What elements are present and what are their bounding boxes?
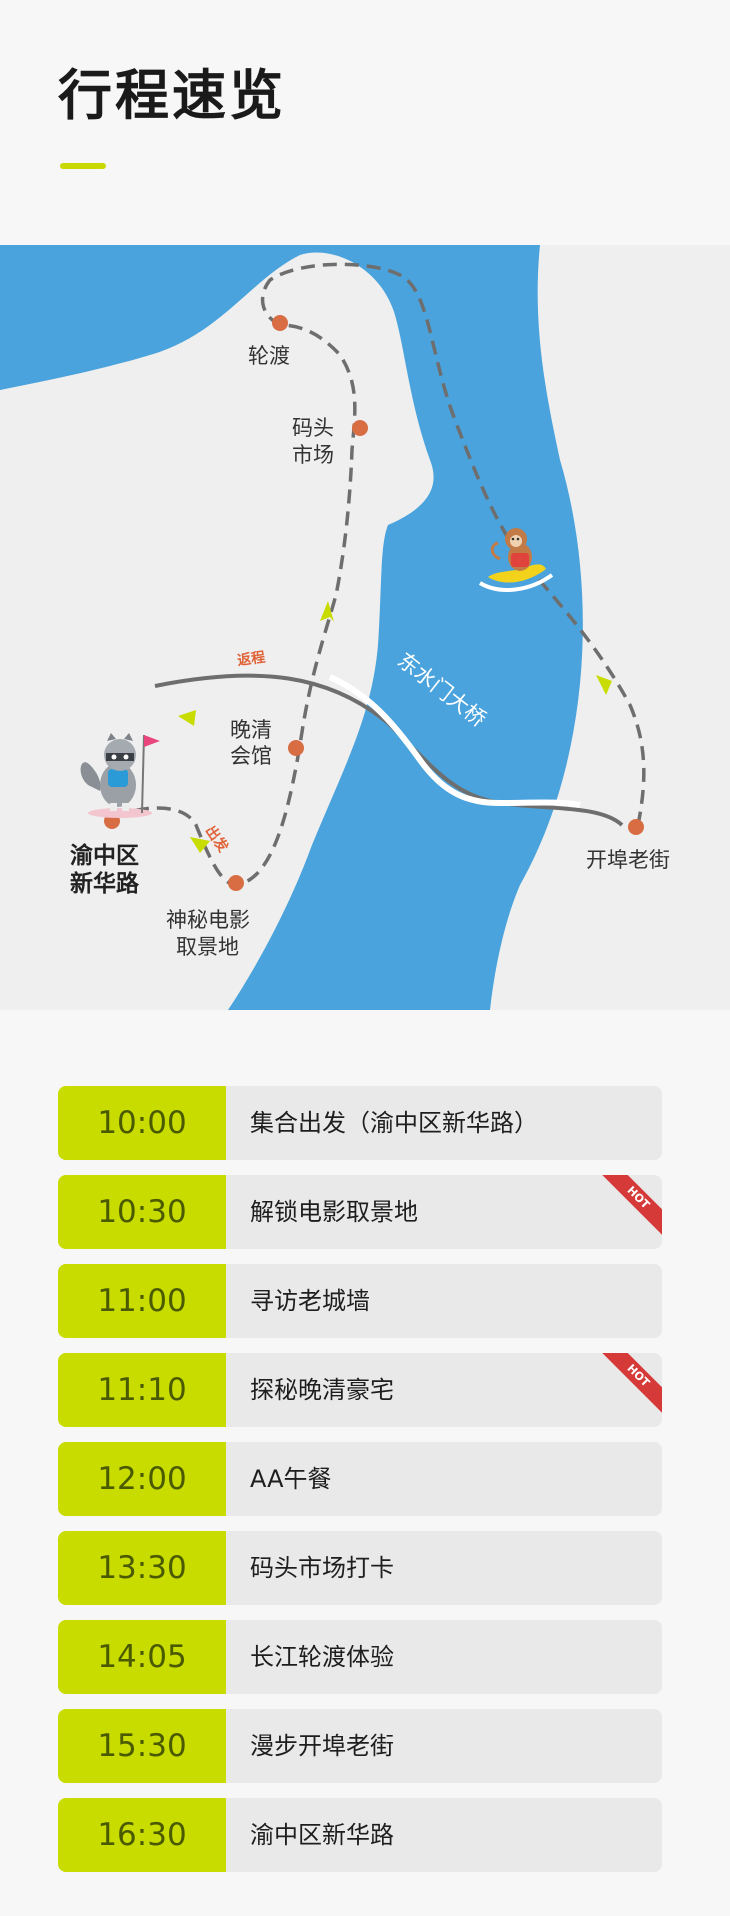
arrow-kaibu bbox=[596, 675, 612, 695]
river bbox=[0, 245, 583, 1010]
stop-wharf-label-1: 码头 bbox=[292, 416, 334, 440]
stop-movie-dot bbox=[228, 875, 244, 891]
schedule-time: 11:10 bbox=[58, 1353, 226, 1427]
stop-movie-label-1: 神秘电影 bbox=[166, 908, 250, 932]
route-map: 东水门大桥 返程 出发 轮渡 码头 市场 晚清 会馆 神秘电影 取景地 渝中区 … bbox=[0, 245, 730, 1010]
bridge bbox=[154, 673, 624, 827]
stop-movie-label-2: 取景地 bbox=[176, 935, 239, 959]
raccoon-hiker-icon bbox=[80, 733, 160, 818]
schedule-row: 15:30 漫步开埠老街 bbox=[58, 1709, 662, 1783]
stop-start-label-2: 新华路 bbox=[70, 870, 140, 897]
schedule-row: 11:00 寻访老城墙 bbox=[58, 1264, 662, 1338]
header: 行程速览 bbox=[0, 0, 730, 245]
arrow-up bbox=[320, 601, 334, 622]
schedule-time: 16:30 bbox=[58, 1798, 226, 1872]
stop-wanqing-dot bbox=[288, 740, 304, 756]
schedule-list: 10:00 集合出发（渝中区新华路） 10:30 解锁电影取景地 HOT 11:… bbox=[58, 1086, 662, 1887]
schedule-activity: 长江轮渡体验 bbox=[250, 1643, 394, 1671]
stop-kaibu-dot bbox=[628, 819, 644, 835]
hot-badge: HOT bbox=[598, 1175, 662, 1239]
schedule-time: 13:30 bbox=[58, 1531, 226, 1605]
hot-badge-label: HOT bbox=[598, 1175, 662, 1239]
stop-kaibu-label: 开埠老街 bbox=[586, 848, 670, 872]
schedule-activity: 解锁电影取景地 bbox=[250, 1198, 418, 1226]
schedule-row: 14:05 长江轮渡体验 bbox=[58, 1620, 662, 1694]
flag-icon bbox=[144, 735, 160, 747]
schedule-time: 10:00 bbox=[58, 1086, 226, 1160]
schedule-row: 16:30 渝中区新华路 bbox=[58, 1798, 662, 1872]
return-tag: 返程 bbox=[236, 649, 266, 670]
schedule-activity: 渝中区新华路 bbox=[250, 1821, 394, 1849]
schedule-time: 12:00 bbox=[58, 1442, 226, 1516]
bridge-deck bbox=[328, 674, 581, 808]
schedule-activity: 寻访老城墙 bbox=[250, 1287, 370, 1315]
stop-wanqing-label-1: 晚清 bbox=[230, 718, 272, 742]
hot-badge-label: HOT bbox=[598, 1353, 662, 1417]
schedule-activity: 码头市场打卡 bbox=[250, 1554, 394, 1582]
stop-start-label-1: 渝中区 bbox=[70, 842, 139, 869]
route-map-svg: 东水门大桥 返程 出发 轮渡 码头 市场 晚清 会馆 神秘电影 取景地 渝中区 … bbox=[0, 245, 730, 1010]
stop-ferry-dot bbox=[272, 315, 288, 331]
schedule-activity: 探秘晚清豪宅 bbox=[250, 1376, 394, 1404]
stop-wharf-dot bbox=[352, 420, 368, 436]
title-underline bbox=[60, 163, 106, 169]
schedule-time: 10:30 bbox=[58, 1175, 226, 1249]
schedule-row: 11:10 探秘晚清豪宅 HOT bbox=[58, 1353, 662, 1427]
stop-ferry-label: 轮渡 bbox=[248, 344, 290, 368]
schedule-row: 12:00 AA午餐 bbox=[58, 1442, 662, 1516]
schedule-row: 13:30 码头市场打卡 bbox=[58, 1531, 662, 1605]
schedule-time: 15:30 bbox=[58, 1709, 226, 1783]
schedule-activity: 漫步开埠老街 bbox=[250, 1732, 394, 1760]
schedule-row: 10:30 解锁电影取景地 HOT bbox=[58, 1175, 662, 1249]
schedule-time: 14:05 bbox=[58, 1620, 226, 1694]
route-path bbox=[113, 262, 646, 887]
stop-wanqing-label-2: 会馆 bbox=[230, 744, 272, 768]
schedule-time: 11:00 bbox=[58, 1264, 226, 1338]
arrow-depart bbox=[190, 837, 210, 853]
page-title: 行程速览 bbox=[58, 64, 286, 127]
schedule-activity: 集合出发（渝中区新华路） bbox=[250, 1109, 538, 1137]
stop-wharf-label-2: 市场 bbox=[292, 443, 334, 467]
arrow-return bbox=[178, 710, 196, 726]
hot-badge: HOT bbox=[598, 1353, 662, 1417]
monkey-on-banana-boat-icon bbox=[478, 528, 554, 592]
schedule-row: 10:00 集合出发（渝中区新华路） bbox=[58, 1086, 662, 1160]
schedule-activity: AA午餐 bbox=[250, 1465, 332, 1493]
